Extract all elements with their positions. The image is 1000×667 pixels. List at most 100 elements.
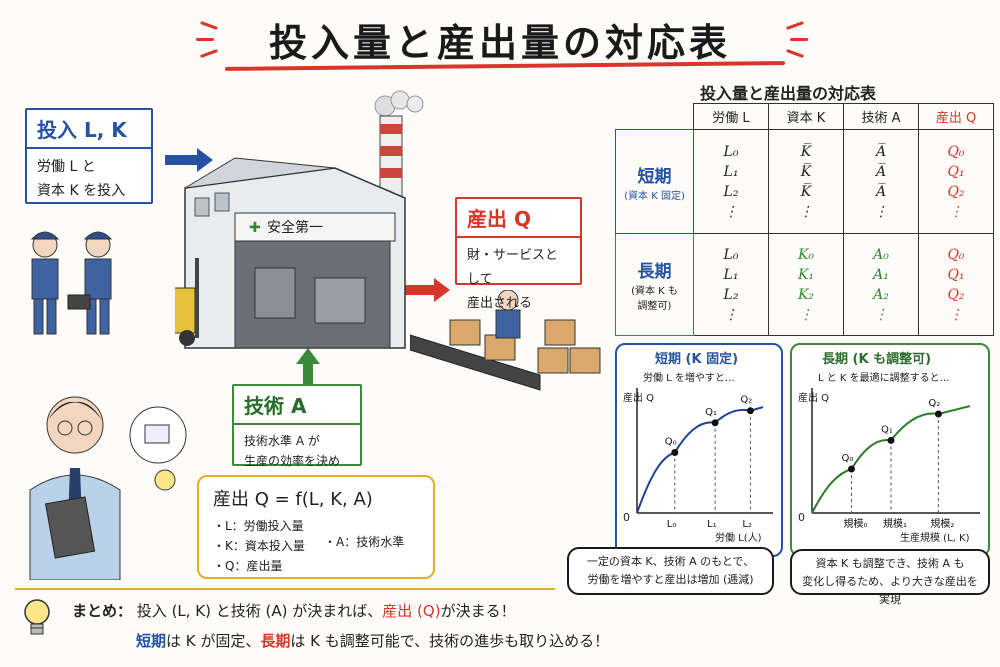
data-point (934, 410, 942, 418)
chart1-origin: 0 (623, 511, 630, 524)
input-arrow-icon (165, 148, 213, 172)
note1-line2: 労働を増やすと産出は増加 (逓減) (587, 573, 754, 586)
chart2-subtitle: L と K を最適に調整すると… (818, 371, 950, 384)
summary-line1: まとめ： 投入 (L, K) と技術 (A) が決まれば、産出 (Q)が決まる！ (72, 600, 516, 621)
chart1-title: 短期 (K 固定) (655, 351, 738, 367)
summary-part1: 投入 (L, K) と技術 (A) が決まれば、 (136, 602, 383, 620)
chart1-ylabel: 産出 Q (623, 391, 654, 404)
long-run-sub2: 調整可) (637, 301, 672, 312)
point-label: Q₀ (665, 437, 677, 448)
note1-line1: 一定の資本 K、技術 A のもとで、 (586, 555, 755, 568)
summary-line2: 短期は K が固定、長期は K も調整可能で、技術の進歩も取り込める！ (136, 630, 609, 651)
input-heading: 投入 L, K (27, 110, 151, 149)
factory-illustration: ✚ 安全第一 (175, 90, 424, 349)
summary-part2: 産出 (Q) (382, 602, 441, 620)
note2-line1: 資本 K も調整でき、技術 A も (815, 557, 965, 570)
x-tick-label: 規模₂ (930, 518, 954, 530)
table-header-output: 産出 Q (918, 103, 994, 130)
short-run-chart-panel (615, 343, 783, 557)
table-header-labor: 労働 L (693, 103, 769, 130)
summary-part3: が決まる！ (440, 602, 516, 620)
long-run-chart-panel (790, 343, 990, 557)
x-tick-label: L₂ (742, 519, 752, 530)
tech-arrow-icon (296, 348, 320, 384)
output-line1: 財・サービスとして (467, 248, 559, 287)
tech-line1: 技術水準 A が (244, 434, 320, 448)
summary-long-desc: は K も調整可能で、技術の進歩も取り込める！ (290, 632, 610, 650)
workers-illustration (30, 231, 113, 335)
output-box: 産出 Q 財・サービスとして 産出される (455, 197, 582, 311)
input-line2: 資本 K を投入 (37, 183, 126, 199)
long-run-chart: 長期 (K も調整可) L と K を最適に調整すると… 産出 Q 0 生産規模… (798, 351, 980, 544)
series-line (811, 405, 971, 514)
spark-mark (196, 38, 214, 41)
factory-sign: 安全第一 (267, 219, 323, 236)
short-run-chart: 短期 (K 固定) 労働 L を増やすと… 産出 Q 0 労働 L(人) Q₀ L… (623, 351, 773, 544)
chart2-xlabel: 生産規模 (L, K) (900, 531, 970, 544)
point-label: Q₂ (740, 395, 752, 406)
note2-line2: 変化し得るため、より大きな産出を実現 (802, 575, 978, 606)
func-item-l: ・L：労働投入量 (213, 519, 304, 533)
short-run-sub: (資本 K 固定) (624, 190, 685, 202)
short-run-note: 一定の資本 K、技術 A のもとで、 労働を増やすと産出は増加 (逓減) (567, 547, 774, 595)
long-run-sub1: (資本 K も (631, 286, 678, 297)
long-run-note: 資本 K も調整でき、技術 A も 変化し得るため、より大きな産出を実現 (790, 549, 990, 606)
summary-label: まとめ： (72, 602, 133, 620)
chart2-origin: 0 (798, 511, 805, 524)
summary-short-desc: は K が固定、 (166, 632, 261, 650)
point-label: Q₂ (928, 398, 940, 409)
chart1-xlabel: 労働 L(人) (715, 531, 762, 544)
point-label: Q₁ (705, 407, 717, 418)
spark-mark (790, 38, 808, 41)
data-point (671, 449, 679, 456)
table-header-capital: 資本 K (768, 103, 844, 130)
tech-heading: 技術 A (234, 386, 360, 425)
func-item-a: ・A：技術水準 (324, 535, 405, 549)
data-point (746, 407, 754, 415)
lightbulb-icon (24, 599, 50, 635)
summary-short: 短期 (136, 632, 167, 650)
input-line1: 労働 L と (37, 159, 96, 175)
tech-box: 技術 A 技術水準 A が 生産の効率を決める (232, 384, 362, 488)
data-point (887, 436, 895, 444)
x-tick-label: L₁ (707, 519, 717, 530)
series-line (636, 406, 764, 514)
input-box: 投入 L, K 労働 L と 資本 K を投入 (25, 108, 153, 204)
data-point (848, 465, 855, 473)
output-heading: 産出 Q (457, 199, 580, 238)
table-title: 投入量と産出量の対応表 (700, 84, 877, 103)
point-label: Q₁ (881, 424, 893, 435)
x-tick-label: 規模₀ (844, 518, 868, 530)
page-title: 投入量と産出量の対応表 (268, 21, 731, 65)
summary-long: 長期 (260, 632, 291, 650)
chart2-ylabel: 産出 Q (798, 391, 829, 404)
short-col-a: A̅A̅A̅⋮ (843, 129, 919, 234)
table-header-tech: 技術 A (843, 103, 919, 130)
chart2-title: 長期 (K も調整可) (822, 351, 931, 367)
x-tick-label: L₀ (667, 519, 677, 530)
output-line2: 産出される (467, 296, 533, 311)
svg-text:✚: ✚ (249, 220, 261, 236)
short-col-k: K̅K̅K̅⋮ (768, 129, 844, 234)
point-label: Q₀ (842, 453, 854, 464)
data-point (711, 419, 719, 427)
teacher-illustration (29, 396, 187, 580)
long-run-label: 長期 (637, 262, 672, 282)
summary-divider (15, 588, 555, 590)
func-item-q: ・Q：産出量 (213, 559, 283, 573)
short-run-label: 短期 (637, 166, 672, 187)
function-formula: 産出 Q = f(L, K, A) (213, 489, 373, 510)
short-run-label-cell: 短期 (資本 K 固定) (615, 129, 694, 234)
conveyor-illustration (410, 290, 601, 391)
chart1-subtitle: 労働 L を増やすと… (643, 371, 735, 384)
x-tick-label: 規模₁ (883, 518, 907, 530)
func-item-k: ・K：資本投入量 (213, 539, 305, 553)
long-run-label-cell: 長期 (資本 K も 調整可) (615, 233, 694, 336)
function-box: 産出 Q = f(L, K, A) ・L：労働投入量 ・K：資本投入量 ・Q：産… (197, 475, 435, 579)
